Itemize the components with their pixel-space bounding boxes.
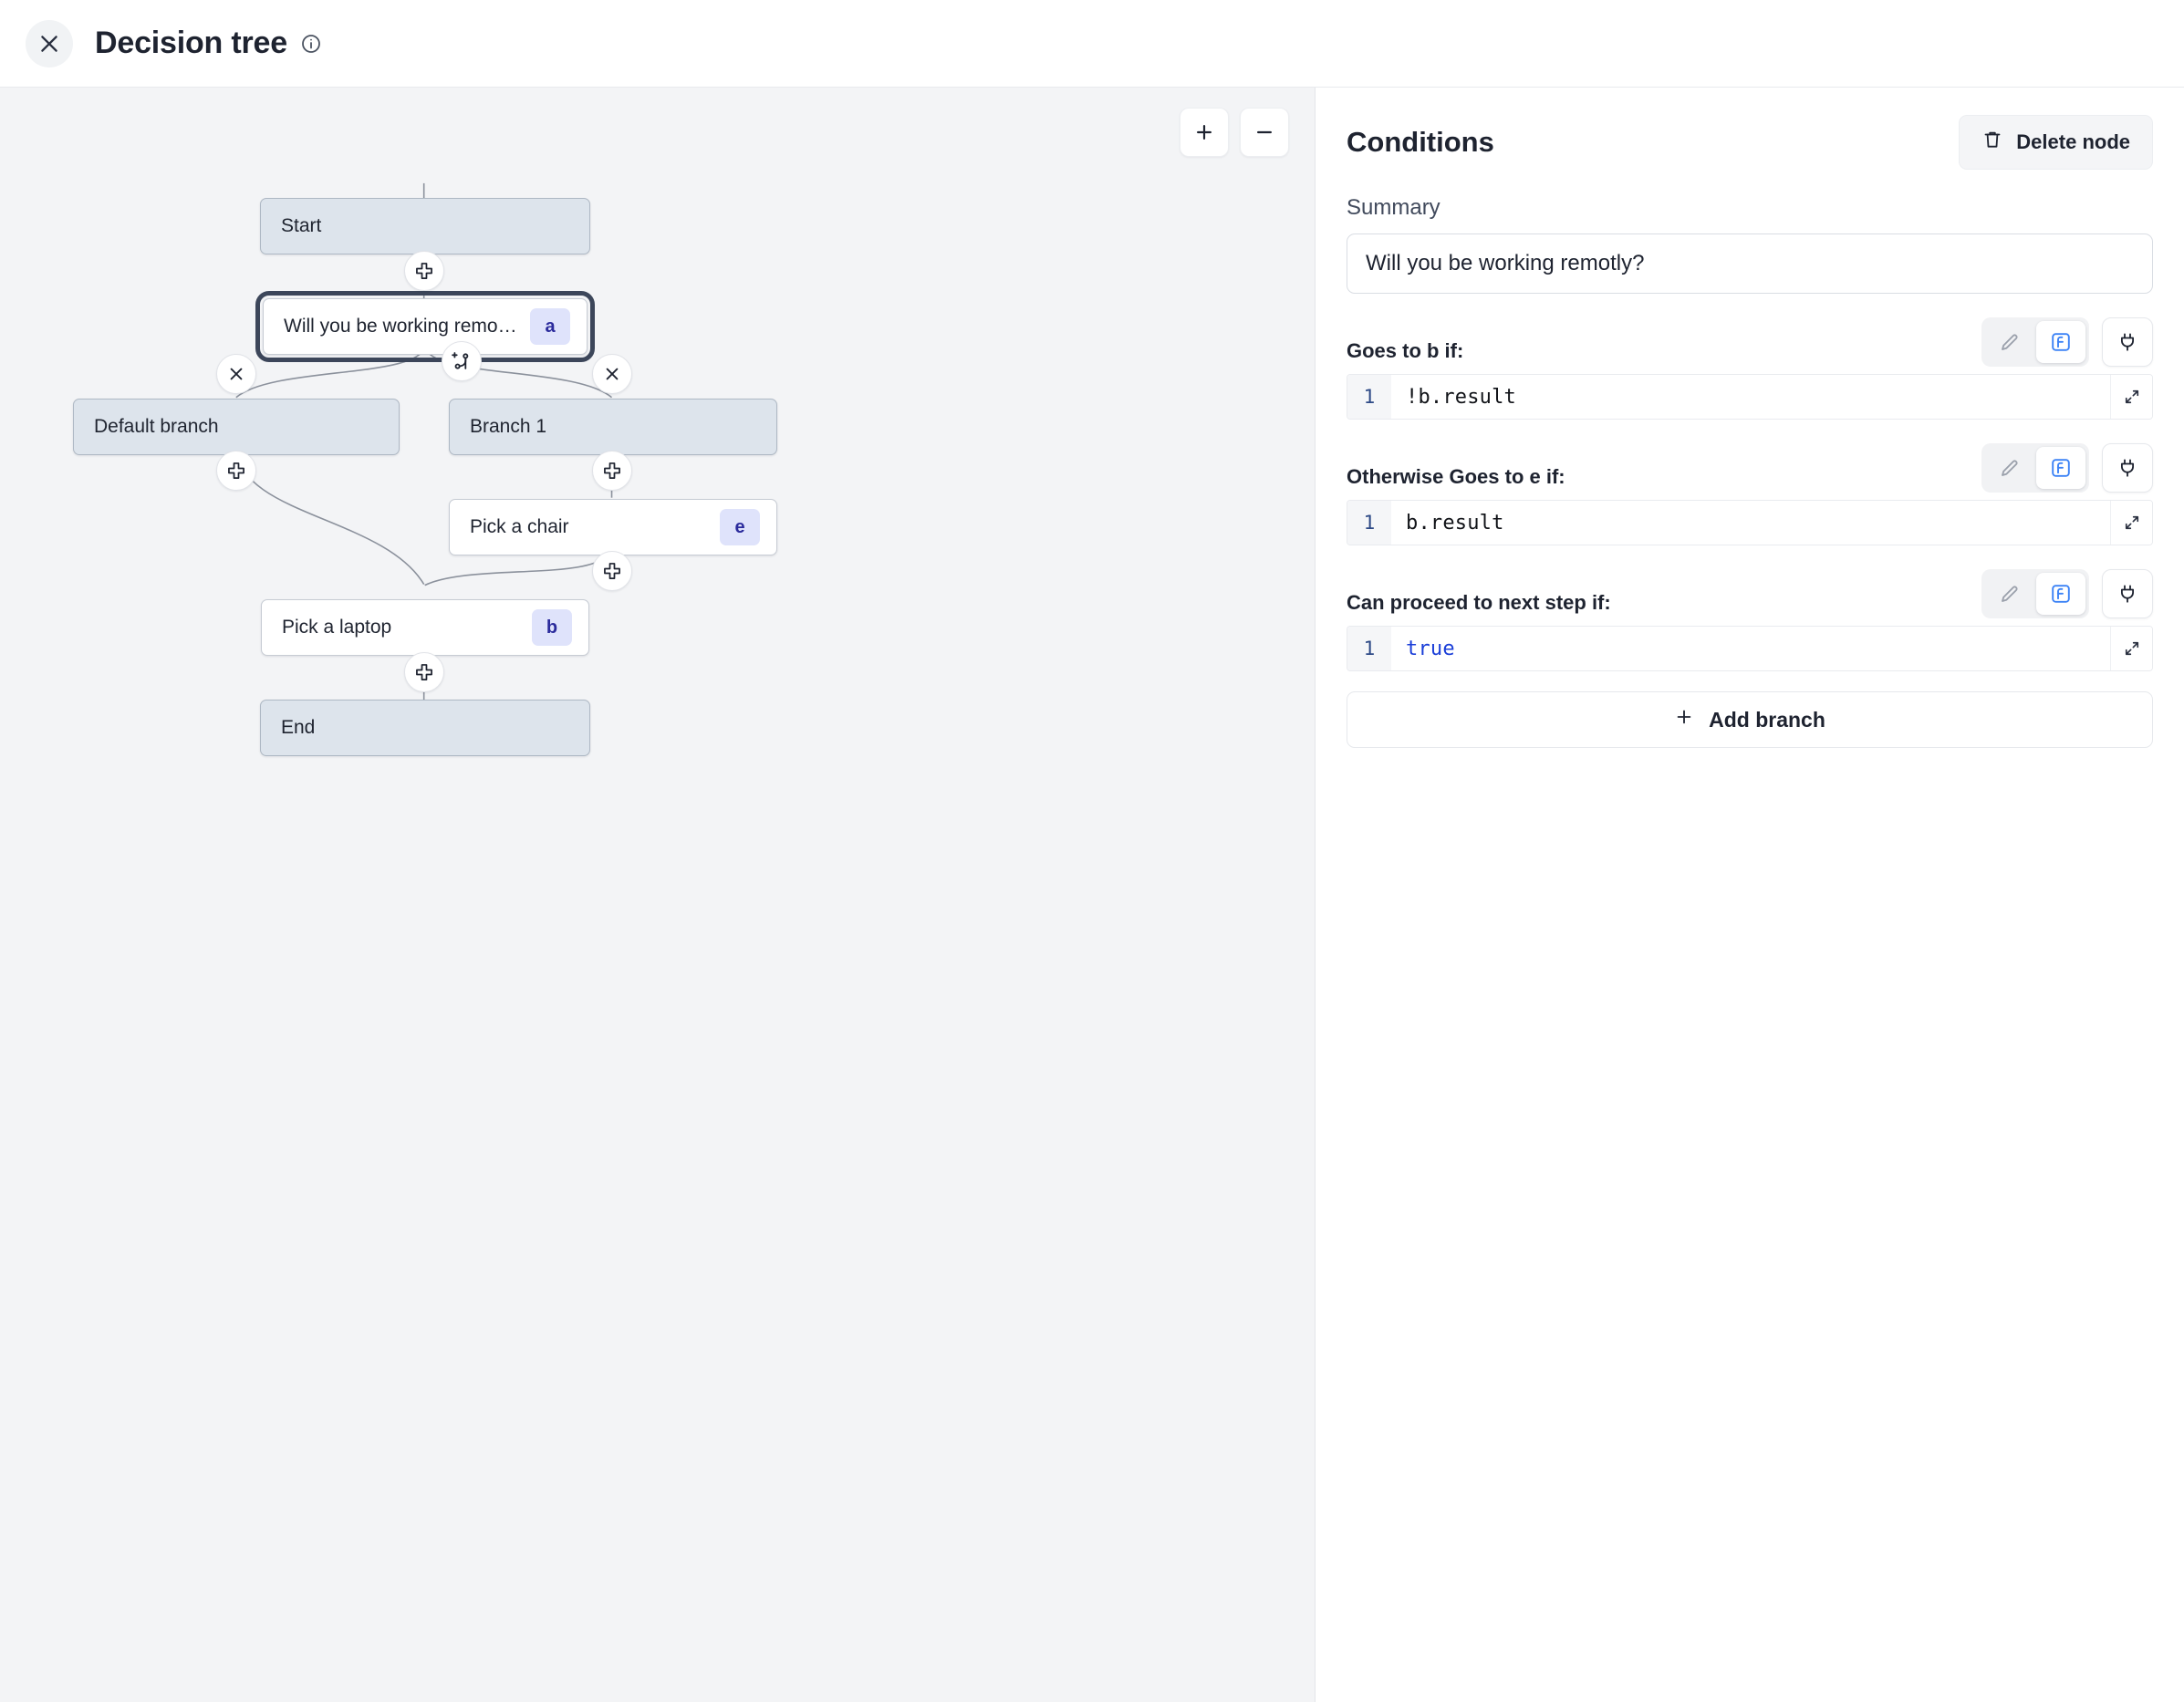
condition-row: Goes to b if:	[1347, 317, 2153, 367]
panel-header: Conditions Delete node	[1347, 115, 2153, 170]
node-badge: a	[530, 308, 570, 345]
condition-row: Can proceed to next step if:	[1347, 569, 2153, 618]
node-default-branch[interactable]: Default branch	[73, 399, 400, 455]
summary-input[interactable]	[1347, 234, 2153, 294]
panel-title: Conditions	[1347, 126, 1494, 158]
node-badge: e	[720, 509, 760, 545]
code-content[interactable]: b.result	[1406, 511, 1504, 534]
code-content[interactable]: !b.result	[1406, 385, 1517, 409]
code-editor[interactable]: 1 !b.result	[1347, 374, 2153, 420]
trash-icon	[1981, 129, 2003, 156]
delete-node-button[interactable]: Delete node	[1959, 115, 2153, 170]
expand-icon[interactable]	[2110, 627, 2152, 670]
delete-node-label: Delete node	[2016, 130, 2130, 153]
code-content[interactable]: true	[1406, 637, 1455, 660]
condition-label: Goes to b if:	[1347, 339, 1464, 362]
line-number: 1	[1347, 627, 1391, 670]
header: Decision tree	[0, 0, 2184, 88]
pencil-icon[interactable]	[1985, 573, 2034, 615]
condition-block-can-proceed: Can proceed to next step if:	[1347, 569, 2153, 671]
add-branch-label: Add branch	[1709, 707, 1825, 732]
pencil-icon[interactable]	[1985, 321, 2034, 363]
formula-f-icon[interactable]	[2036, 447, 2085, 489]
condition-tools	[1981, 317, 2153, 367]
close-icon[interactable]	[26, 19, 73, 67]
plug-icon[interactable]	[2102, 443, 2153, 493]
add-branch-button[interactable]: Add branch	[1347, 691, 2153, 748]
add-node-after-branch-1-icon[interactable]	[592, 451, 632, 491]
editor-mode-toggle	[1981, 443, 2089, 493]
page-title: Decision tree	[95, 26, 287, 60]
editor-mode-toggle	[1981, 569, 2089, 618]
formula-f-icon[interactable]	[2036, 573, 2085, 615]
plus-icon	[1674, 707, 1694, 732]
formula-f-icon[interactable]	[2036, 321, 2085, 363]
node-badge: b	[532, 609, 572, 646]
condition-tools	[1981, 569, 2153, 618]
graph: Start Will you be working remotly? a Def…	[0, 88, 1315, 1702]
line-number: 1	[1347, 501, 1391, 545]
add-node-after-laptop-icon[interactable]	[404, 652, 444, 692]
condition-tools	[1981, 443, 2153, 493]
node-label: Pick a chair	[470, 516, 569, 537]
condition-block-goes-to-b: Goes to b if:	[1347, 317, 2153, 420]
flow-canvas[interactable]: Start Will you be working remotly? a Def…	[0, 88, 1316, 1702]
graph-edges	[235, 182, 613, 703]
node-end[interactable]: End	[260, 700, 590, 756]
code-editor[interactable]: 1 b.result	[1347, 500, 2153, 545]
plug-icon[interactable]	[2102, 569, 2153, 618]
node-label: Pick a laptop	[282, 617, 392, 638]
remove-branch-1-icon[interactable]	[592, 354, 632, 394]
editor-body: Start Will you be working remotly? a Def…	[0, 88, 2184, 1702]
node-label: End	[281, 717, 316, 738]
node-start[interactable]: Start	[260, 198, 590, 254]
expand-icon[interactable]	[2110, 501, 2152, 545]
condition-label: Otherwise Goes to e if:	[1347, 465, 1565, 488]
add-branch-icon[interactable]	[442, 341, 482, 381]
condition-block-otherwise-goes-to-e: Otherwise Goes to e if:	[1347, 443, 2153, 545]
plug-icon[interactable]	[2102, 317, 2153, 367]
add-node-after-chair-icon[interactable]	[592, 551, 632, 591]
node-condition-a[interactable]: Will you be working remotly? a	[255, 291, 595, 362]
condition-label: Can proceed to next step if:	[1347, 591, 1611, 614]
conditions-panel: Conditions Delete node Summary Goes to	[1316, 88, 2184, 1702]
add-node-after-start-icon[interactable]	[404, 251, 444, 291]
code-editor[interactable]: 1 true	[1347, 626, 2153, 671]
node-label: Start	[281, 215, 322, 236]
add-node-after-default-branch-icon[interactable]	[216, 451, 256, 491]
expand-icon[interactable]	[2110, 375, 2152, 419]
zoom-controls	[1180, 108, 1289, 157]
summary-label: Summary	[1347, 195, 1440, 220]
condition-row: Otherwise Goes to e if:	[1347, 443, 2153, 493]
node-label: Default branch	[94, 416, 219, 437]
node-pick-a-laptop[interactable]: Pick a laptop b	[261, 599, 589, 656]
pencil-icon[interactable]	[1985, 447, 2034, 489]
node-label: Will you be working remotly?	[284, 316, 519, 337]
node-label: Branch 1	[470, 416, 547, 437]
line-number: 1	[1347, 375, 1391, 419]
remove-default-branch-icon[interactable]	[216, 354, 256, 394]
info-icon[interactable]	[300, 33, 322, 55]
node-branch-1[interactable]: Branch 1	[449, 399, 777, 455]
node-pick-a-chair[interactable]: Pick a chair e	[449, 499, 777, 555]
zoom-out-button[interactable]	[1240, 108, 1289, 157]
zoom-in-button[interactable]	[1180, 108, 1229, 157]
editor-mode-toggle	[1981, 317, 2089, 367]
